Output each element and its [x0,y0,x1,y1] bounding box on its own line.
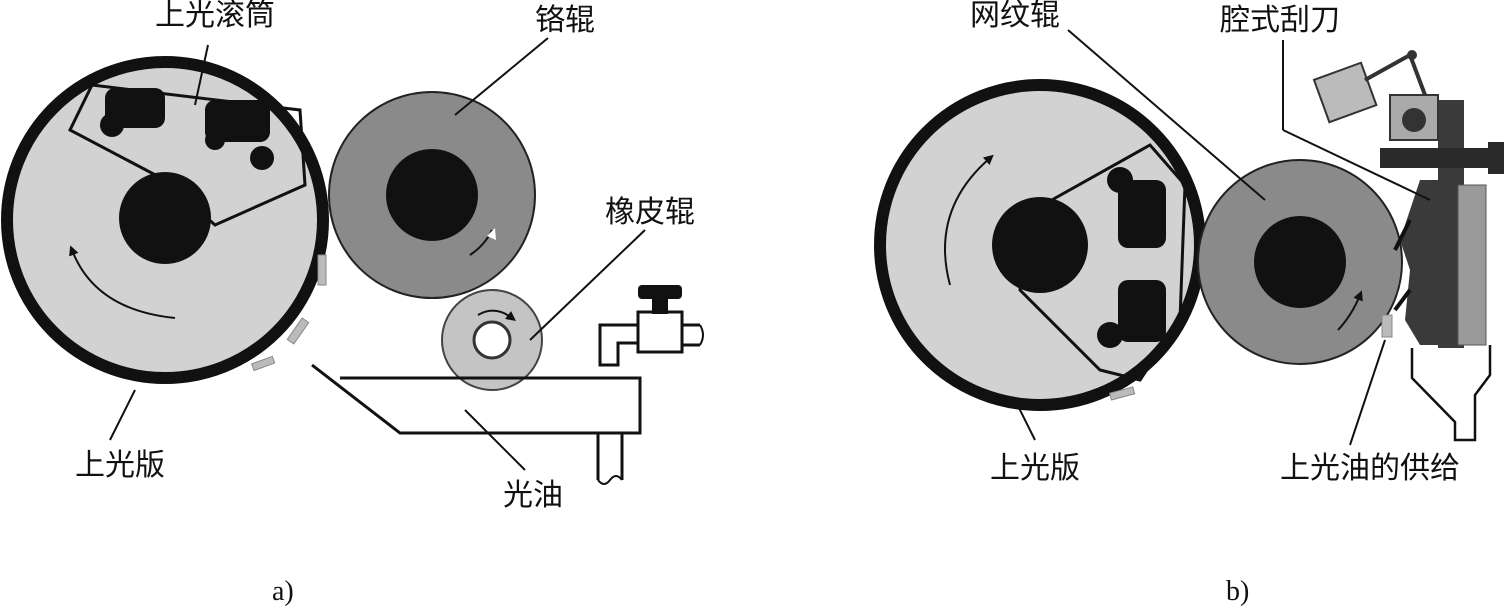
chrome-roller [328,91,536,299]
label-chrome-roller: 铬辊 [535,3,595,38]
chamber-blade-assembly [1312,50,1504,442]
label-varnish: 光油 [503,478,563,513]
caption-b: b) [1226,576,1249,607]
caption-a: a) [272,576,294,607]
coating-cylinder [1,56,329,384]
rubber-roller [441,289,543,391]
coating-cylinder-b [874,79,1206,411]
label-coating-plate-a: 上光版 [75,448,165,483]
label-anilox-roller: 网纹辊 [970,0,1060,33]
label-chamber-blade: 腔式刮刀 [1220,3,1340,38]
panel-a: 上光滚筒 铬辊 橡皮辊 上光版 光油 a) [1,0,704,607]
label-coating-cylinder: 上光滚筒 [155,0,275,33]
anilox-roller [1197,159,1403,365]
label-rubber-roller: 橡皮辊 [605,195,695,230]
label-coating-plate-b: 上光版 [990,451,1080,486]
label-varnish-supply: 上光油的供给 [1280,451,1460,486]
panel-b: 网纹辊 腔式刮刀 上光版 上光油的供给 b) [874,0,1504,607]
varnish-tray [311,285,704,485]
